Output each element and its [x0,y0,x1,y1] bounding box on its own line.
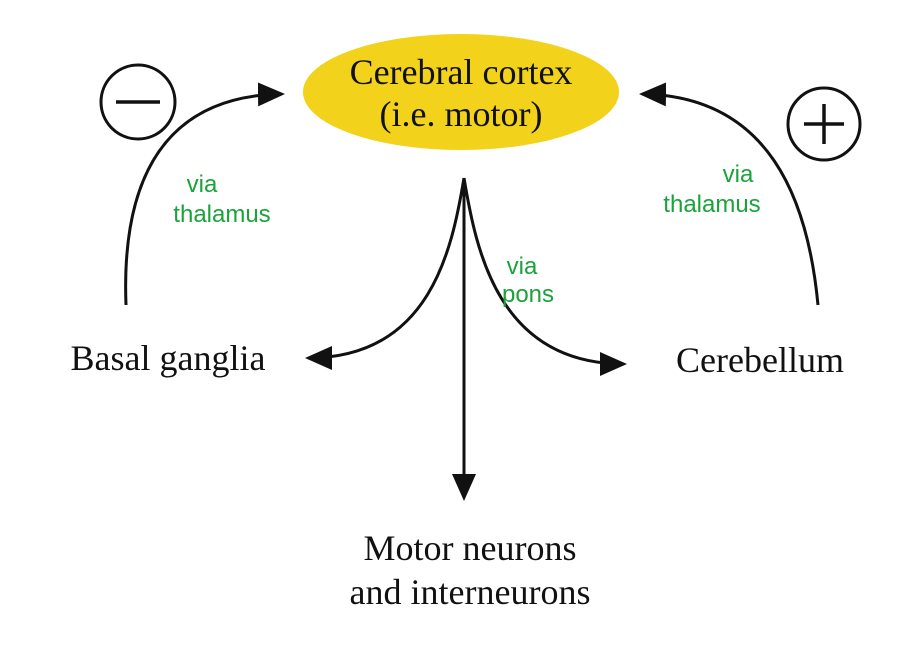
right-via-label-line1: via [723,161,754,188]
left-via-label-line2: thalamus [173,201,270,228]
cortex-to-basal-ganglia-arrow [305,177,466,370]
motor-neurons-label-line1: Motor neurons [364,528,577,568]
cortex-to-cerebellum-arrow [462,177,627,376]
pons-label-line1: via [507,253,538,280]
basal-ganglia-to-cortex-arrow [124,82,285,306]
cerebellum-to-cortex-arrow [639,82,820,306]
right-via-label-line2: thalamus [663,191,760,218]
cerebellum-label: Cerebellum [676,340,844,380]
cortex-label-line1: Cerebral cortex [350,52,573,92]
left-via-label-line1: via [187,171,218,198]
plus-sign-icon [786,86,862,162]
minus-sign-icon [99,63,177,141]
cerebral-cortex-node [303,34,619,150]
cortex-label-line2: (i.e. motor) [380,94,543,134]
motor-neurons-label-line2: and interneurons [350,572,591,612]
pons-label-line2: pons [502,281,554,308]
basal-ganglia-label: Basal ganglia [71,338,266,378]
